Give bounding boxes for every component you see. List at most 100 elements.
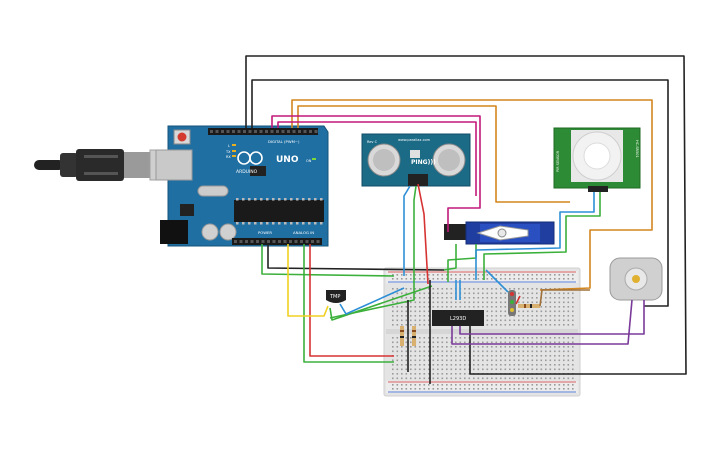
breadboard-hole	[513, 288, 516, 290]
pir-motion-sensor[interactable]: PIR SENSOR HC-SR501	[553, 127, 641, 192]
pir-right-label: HC-SR501	[635, 140, 639, 158]
breadboard-hole	[473, 306, 475, 308]
breadboard-hole	[549, 359, 552, 362]
breadboard-hole	[459, 306, 462, 308]
header-pin	[256, 240, 259, 243]
breadboard-hole	[464, 384, 466, 386]
header-pin	[254, 130, 257, 133]
breadboard-hole	[509, 315, 511, 317]
breadboard-hole	[396, 373, 399, 375]
breadboard-hole	[549, 350, 552, 353]
breadboard-hole	[419, 319, 421, 322]
breadboard-hole	[504, 341, 507, 344]
breadboard-hole	[419, 297, 421, 299]
breadboard-hole	[554, 346, 556, 348]
breadboard-hole	[509, 337, 511, 339]
breadboard-hole	[396, 292, 399, 295]
breadboard-hole	[396, 384, 399, 386]
breadboard-hole	[558, 359, 561, 362]
breadboard-hole	[468, 288, 471, 290]
breadboard-hole	[567, 355, 570, 357]
breadboard-hole	[410, 288, 412, 290]
breadboard-hole	[531, 384, 534, 386]
breadboard-hole	[396, 337, 399, 339]
breadboard-hole	[405, 384, 408, 386]
breadboard-hole	[518, 288, 520, 290]
breadboard-hole	[527, 355, 529, 357]
ic-pin	[236, 198, 239, 201]
breadboard-hole	[486, 364, 489, 366]
breadboard-hole	[473, 355, 475, 357]
breadboard-hole	[419, 310, 421, 313]
breadboard-hole	[392, 310, 394, 313]
breadboard-hole	[432, 306, 435, 308]
breadboard-hole	[540, 274, 543, 276]
breadboard-hole	[567, 341, 570, 344]
breadboard-hole	[572, 315, 574, 317]
breadboard-hole	[437, 341, 439, 344]
breadboard-hole	[419, 346, 421, 348]
breadboard-hole	[419, 288, 421, 290]
arduino-uno-board[interactable]: UNO ARDUINO DIGITAL (PWM~) POWER ANALOG …	[155, 125, 329, 247]
breadboard-hole	[450, 368, 453, 371]
breadboard-hole	[477, 368, 480, 371]
header-pin	[239, 240, 243, 243]
breadboard-hole	[563, 346, 565, 348]
wire-red-2	[417, 183, 429, 285]
breadboard-hole	[522, 368, 525, 371]
wire-green-4	[329, 185, 417, 319]
breadboard-hole	[500, 346, 502, 348]
breadboard-hole	[531, 341, 534, 344]
breadboard-hole	[464, 350, 466, 353]
header-pin	[316, 240, 320, 243]
breadboard-hole	[522, 355, 525, 357]
breadboard-hole	[392, 359, 394, 362]
ic-pin	[242, 222, 245, 225]
breadboard-hole	[522, 377, 525, 380]
breadboard-hole	[545, 324, 547, 326]
breadboard-hole	[486, 315, 489, 317]
dc-motor[interactable]	[609, 257, 663, 301]
breadboard-hole	[405, 292, 408, 295]
breadboard-hole	[477, 278, 480, 280]
ultrasonic-sensor[interactable]: PING))) www.parallax.com Rev C	[361, 133, 471, 187]
breadboard-hole	[563, 324, 565, 326]
rgb-led[interactable]	[508, 290, 516, 316]
breadboard-hole	[563, 292, 565, 295]
motor-driver-ic[interactable]: L293D	[432, 310, 484, 326]
breadboard-hole	[401, 359, 403, 362]
breadboard-hole	[482, 274, 484, 276]
breadboard-hole	[491, 337, 493, 339]
breadboard-hole	[486, 359, 489, 362]
breadboard-hole	[522, 346, 525, 348]
breadboard-hole	[396, 346, 399, 348]
breadboard-hole	[486, 288, 489, 290]
breadboard-hole	[491, 388, 493, 390]
breadboard-hole	[410, 373, 412, 375]
atmega-pins	[236, 198, 323, 225]
breadboard-hole	[428, 388, 430, 390]
breadboard-hole	[491, 278, 493, 280]
breadboard-hole	[572, 341, 574, 344]
servo-motor[interactable]	[444, 221, 555, 245]
header-pin	[267, 240, 270, 243]
breadboard-hole	[414, 306, 417, 308]
breadboard-hole	[486, 274, 489, 276]
breadboard-hole	[392, 324, 394, 326]
breadboard-hole	[549, 292, 552, 295]
wires	[245, 55, 687, 384]
breadboard-hole	[477, 297, 480, 299]
header-pin	[289, 240, 292, 243]
breadboard-hole	[536, 292, 538, 295]
breadboard-hole	[477, 341, 480, 344]
breadboard-hole	[455, 301, 457, 304]
breadboard-hole	[522, 324, 525, 326]
breadboard-hole	[450, 301, 453, 304]
breadboard-hole	[414, 384, 417, 386]
breadboard-hole	[500, 315, 502, 317]
breadboard-hole	[437, 355, 439, 357]
breadboard-hole	[572, 388, 574, 390]
temperature-sensor[interactable]: TMP	[326, 290, 346, 303]
header-pin	[245, 240, 248, 243]
breadboard-hole	[527, 346, 529, 348]
